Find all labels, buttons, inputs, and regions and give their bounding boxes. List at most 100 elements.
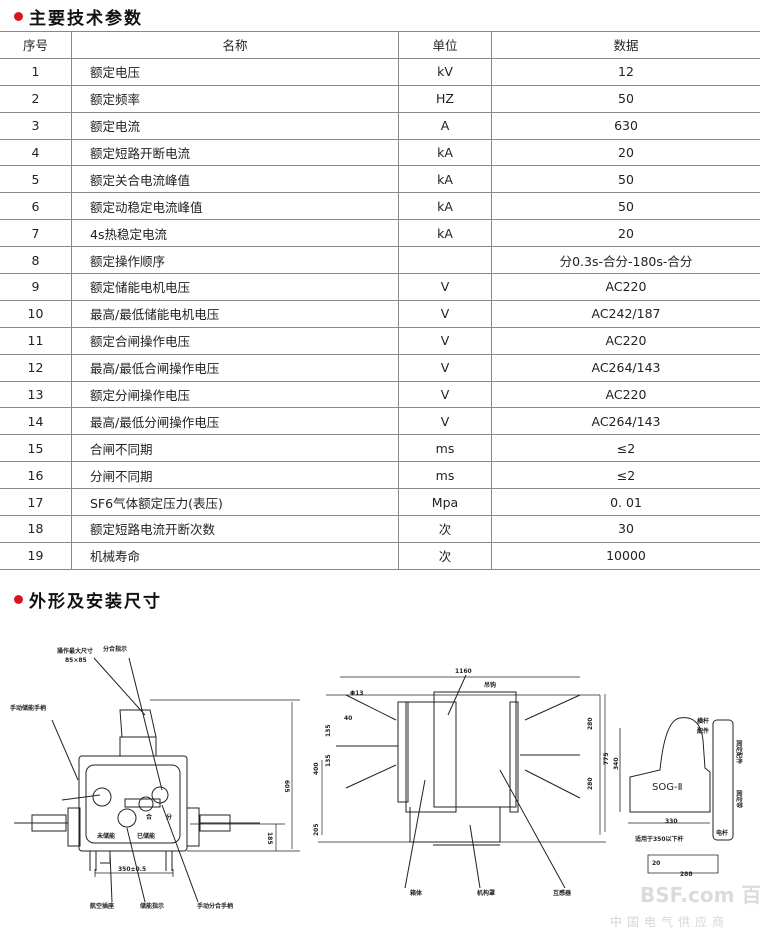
dim-280b: 280 — [587, 777, 594, 790]
param-name: 机械寿命 — [71, 541, 399, 570]
table-header: 序号 名称 单位 数据 — [0, 31, 760, 59]
param-name: SF6气体额定压力(表压) — [71, 488, 399, 517]
label-ct: 互感器 — [553, 889, 572, 897]
param-name: 4s热稳定电流 — [71, 219, 399, 248]
row-number: 3 — [0, 111, 72, 140]
param-name: 分闸不同期 — [71, 461, 399, 490]
param-unit: kA — [398, 165, 492, 194]
param-unit: kV — [398, 57, 492, 86]
param-value: AC264/143 — [491, 407, 760, 436]
label-store-indicator: 储能指示 — [139, 902, 164, 910]
col-header: 单位 — [398, 31, 492, 59]
param-unit: V — [398, 299, 492, 328]
dim-280a: 280 — [587, 717, 594, 730]
param-name: 额定频率 — [71, 84, 399, 113]
dim-205: 205 — [313, 823, 320, 836]
param-unit: A — [398, 111, 492, 140]
row-number: 8 — [0, 246, 72, 275]
param-name: 额定分闸操作电压 — [71, 380, 399, 409]
param-value: AC264/143 — [491, 353, 760, 382]
param-unit: 次 — [398, 541, 492, 570]
row-number: 16 — [0, 461, 72, 490]
label-aviation-socket: 航空插座 — [90, 902, 114, 910]
label-max-size-val: 85×85 — [65, 657, 87, 664]
param-name: 额定电流 — [71, 111, 399, 140]
row-number: 13 — [0, 380, 72, 409]
front-view — [14, 657, 300, 903]
bullet-icon — [14, 595, 23, 604]
row-number: 1 — [0, 57, 72, 86]
dim-288: 288 — [680, 871, 693, 878]
row-number: 11 — [0, 326, 72, 355]
bullet-icon — [14, 12, 23, 21]
param-unit: kA — [398, 138, 492, 167]
param-value: AC220 — [491, 380, 760, 409]
row-number: 9 — [0, 273, 72, 301]
row-number: 18 — [0, 515, 72, 543]
row-number: 6 — [0, 192, 72, 221]
param-value: 20 — [491, 219, 760, 248]
param-value: ≤2 — [491, 461, 760, 490]
param-value: 50 — [491, 192, 760, 221]
param-value: AC242/187 — [491, 299, 760, 328]
param-unit: kA — [398, 192, 492, 221]
param-name: 额定电压 — [71, 57, 399, 86]
param-unit: V — [398, 326, 492, 355]
param-name: 最高/最低合闸操作电压 — [71, 353, 399, 382]
param-value: 12 — [491, 57, 760, 86]
label-model: SOG-Ⅱ — [652, 782, 683, 793]
param-name: 额定操作顺序 — [71, 246, 399, 275]
watermark-brand: BSF.com 百方网 — [640, 883, 760, 907]
label-applies: 适用于350以下杆 — [635, 835, 684, 843]
dim-1160: 1160 — [455, 668, 472, 675]
param-unit: V — [398, 273, 492, 301]
label-close: 合 — [146, 813, 153, 821]
dim-340: 340 — [613, 757, 620, 770]
param-unit: kA — [398, 219, 492, 248]
param-value: AC220 — [491, 326, 760, 355]
col-header: 名称 — [71, 31, 399, 59]
dim-135a: 135 — [325, 724, 332, 737]
label-fixed-fitting: 固定配件 — [735, 740, 743, 764]
param-value: 10000 — [491, 541, 760, 570]
row-number: 12 — [0, 353, 72, 382]
watermark-slogan: 中国电气供应商 — [610, 914, 729, 929]
row-number: 7 — [0, 219, 72, 248]
param-unit: ms — [398, 434, 492, 463]
param-name: 最高/最低储能电机电压 — [71, 299, 399, 328]
label-box: 箱体 — [410, 889, 423, 897]
dim-135b: 135 — [325, 754, 332, 767]
label-open: 分 — [166, 813, 172, 821]
row-number: 2 — [0, 84, 72, 113]
param-value: 20 — [491, 138, 760, 167]
row-number: 14 — [0, 407, 72, 436]
col-header: 序号 — [0, 31, 72, 59]
label-hook: 吊钩 — [484, 681, 496, 689]
param-value: ≤2 — [491, 434, 760, 463]
row-number: 10 — [0, 299, 72, 328]
section-title-dimensions: 外形及安装尺寸 — [14, 587, 162, 612]
row-number: 19 — [0, 541, 72, 570]
param-value: 630 — [491, 111, 760, 140]
dim-400: 400 — [313, 762, 320, 775]
param-name: 额定短路电流开断次数 — [71, 515, 399, 543]
label-stored: 已储能 — [137, 832, 155, 840]
dim-185: 185 — [266, 832, 273, 845]
